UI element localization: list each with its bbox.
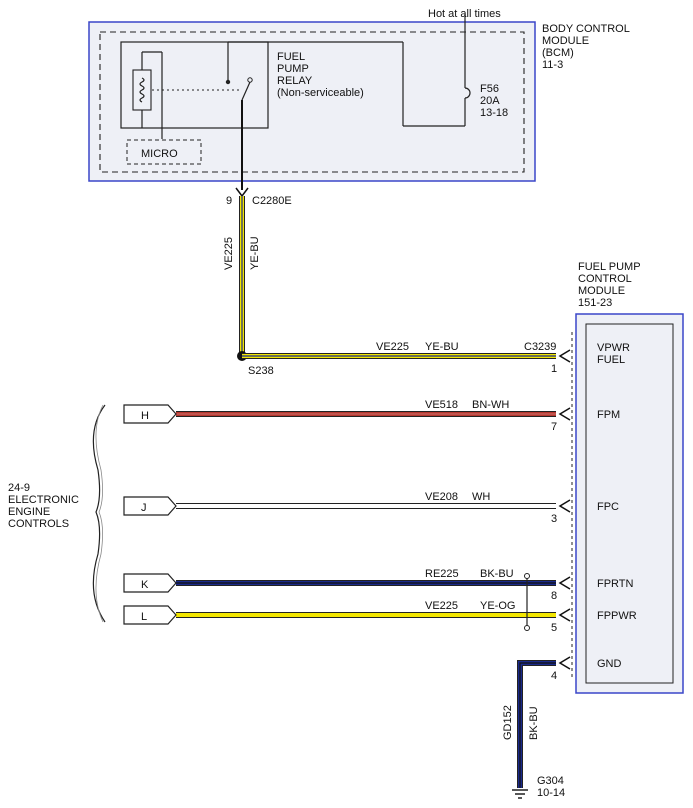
gnd-terminal: GND [597, 658, 622, 670]
fpm-terminal: FPM [597, 409, 620, 421]
wire-vpwr-color: YE-BU [425, 341, 459, 353]
bcm-pin-9: 9 [226, 195, 232, 207]
ground-label-2: 10-14 [537, 787, 565, 799]
bcm-title-3: (BCM) [542, 47, 574, 59]
micro-box [126, 139, 202, 165]
wire-fpm-color: BN-WH [472, 399, 509, 411]
ecm-tag-h: H [141, 410, 149, 422]
relay-contact-fixed [225, 79, 231, 85]
wire-vpwr-circuit: VE225 [376, 341, 409, 353]
ground-label-1: G304 [537, 775, 564, 787]
fpcm-outline [575, 313, 684, 694]
fppwr-pin-arrow [558, 608, 571, 622]
bcm-title-1: BODY CONTROL [542, 23, 630, 35]
gnd-wire-circuit: GD152 [502, 705, 514, 740]
vpwr-terminal-2: FUEL [597, 354, 625, 366]
relay-label-2: PUMP [277, 63, 309, 75]
fppwr-terminal: FPPWR [597, 610, 637, 622]
wire-fprtn-circuit: RE225 [425, 568, 459, 580]
wire-fppwr-circuit: VE225 [425, 600, 458, 612]
ecm-connector-k [123, 573, 177, 593]
fpc-terminal: FPC [597, 501, 619, 513]
fpcm-title-3: MODULE [578, 285, 625, 297]
relay-label-3: RELAY [277, 75, 313, 87]
ecm-label-4: CONTROLS [8, 518, 69, 530]
ecm-brace [92, 404, 106, 623]
fuse-label-1: F56 [480, 83, 499, 95]
fprtn-terminal: FPRTN [597, 578, 634, 590]
fpm-pin: 7 [551, 421, 557, 433]
wire-gnd [517, 660, 556, 788]
ecm-tag-j: J [141, 502, 147, 514]
fpcm-inner [585, 323, 674, 684]
fpc-pin-arrow [558, 499, 571, 513]
fpcm-title-4: 151-23 [578, 297, 612, 309]
ecm-label-2: ELECTRONIC [8, 494, 79, 506]
c2280e-connector-label: C2280E [252, 195, 292, 207]
bcm-module: MICRO FUEL PUMP RELAY (Non-serviceable) … [88, 14, 536, 182]
fppwr-pin: 5 [551, 622, 557, 634]
gnd-wire-color: BK-BU [528, 706, 540, 740]
wire-fppwr-color: YE-OG [480, 600, 515, 612]
ecm-connector-h [123, 404, 177, 424]
vertical-wire-color: YE-BU [249, 236, 261, 270]
micro-label: MICRO [141, 148, 178, 160]
ecm-label-3: ENGINE [8, 506, 50, 518]
bcm-inner-dashed [99, 31, 525, 173]
fprtn-pin-arrow [558, 576, 571, 590]
vpwr-pin: 1 [551, 363, 557, 375]
relay-label-4: (Non-serviceable) [277, 87, 364, 99]
fpc-pin: 3 [551, 513, 557, 525]
fpm-pin-arrow [558, 407, 571, 421]
fuse-icon [464, 87, 471, 99]
ecm-tag-k: K [141, 579, 149, 591]
gnd-pin: 4 [551, 670, 557, 682]
splice-s238-label: S238 [248, 365, 274, 377]
fprtn-pin: 8 [551, 590, 557, 602]
fpcm-title-1: FUEL PUMP [578, 261, 641, 273]
bcm-outline [88, 21, 536, 182]
gnd-pin-arrow [558, 656, 571, 670]
fuel-pump-relay-box [120, 41, 269, 129]
vpwr-pin-arrow [558, 349, 571, 363]
wire-fpc-circuit: VE208 [425, 491, 458, 503]
ecm-tag-l: L [141, 611, 147, 623]
bcm-title-4: 11-3 [542, 59, 563, 71]
wire-fprtn-color: BK-BU [480, 568, 514, 580]
relay-coil-winding [139, 77, 145, 103]
wire-fpm-circuit: VE518 [425, 399, 458, 411]
ecm-label-1: 24-9 [8, 482, 30, 494]
relay-switch-arm [241, 81, 251, 101]
ground-icon [512, 789, 528, 799]
c3239-connector-label: C3239 [524, 341, 556, 353]
wire-fpc-color: WH [472, 491, 490, 503]
ecm-connector-l [123, 605, 177, 625]
ecm-connector-j [123, 496, 177, 516]
relay-label-1: FUEL [277, 51, 305, 63]
vpwr-terminal-1: VPWR [597, 342, 630, 354]
fuse-label-3: 13-18 [480, 107, 508, 119]
fpcm-title-2: CONTROL [578, 273, 632, 285]
hot-at-all-times-label: Hot at all times [428, 8, 501, 20]
fpcm-module [571, 313, 684, 694]
fuse-label-2: 20A [480, 95, 500, 107]
bcm-title-2: MODULE [542, 35, 589, 47]
vertical-wire-circuit: VE225 [223, 237, 235, 270]
